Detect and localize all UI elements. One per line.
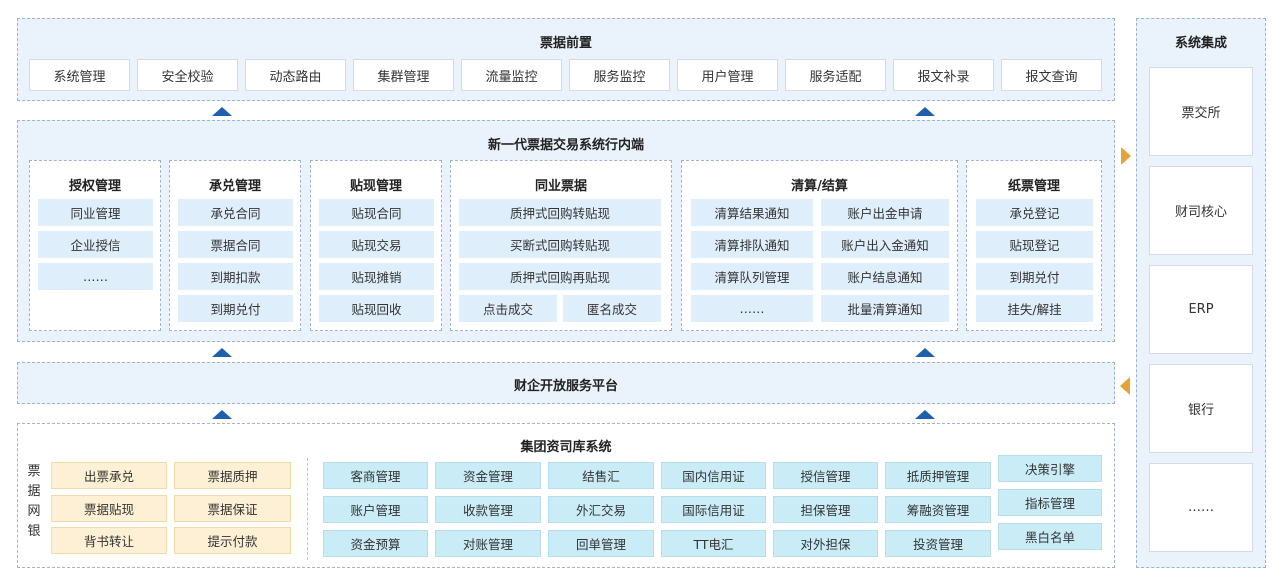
treasury-item: 收款管理 — [435, 496, 541, 523]
treasury-item: 筹融资管理 — [885, 496, 991, 523]
front-item: 集群管理 — [353, 59, 454, 91]
arrow-right-icon — [1121, 147, 1131, 165]
front-item: 报文补录 — [893, 59, 994, 91]
arrow-up-icon — [915, 107, 935, 116]
integration-item: …… — [1149, 463, 1253, 552]
paper-title: 纸票管理 — [1007, 179, 1060, 194]
paper-item: 挂失/解挂 — [976, 295, 1093, 322]
core-title: 新一代票据交易系统行内端 — [487, 138, 644, 153]
platform-title: 财企开放服务平台 — [513, 379, 618, 394]
front-item: 流量监控 — [461, 59, 562, 91]
treasury-item: TT电汇 — [661, 530, 766, 557]
netbank-item: 票据保证 — [174, 495, 291, 522]
interbank-item: 质押式回购再贴现 — [459, 263, 661, 290]
netbank-item: 票据质押 — [174, 462, 291, 489]
treasury-item: 国际信用证 — [661, 496, 766, 523]
treasury-item: 客商管理 — [323, 462, 428, 489]
treasury-extra-item: 黑白名单 — [998, 523, 1102, 550]
netbank-item: 提示付款 — [174, 527, 291, 554]
treasury-extra-item: 决策引擎 — [998, 455, 1102, 482]
clearing-item: 账户出入金通知 — [821, 231, 949, 258]
group-title: 集团资司库系统 — [520, 440, 612, 455]
treasury-item: 结售汇 — [548, 462, 654, 489]
clearing-item: 账户结息通知 — [821, 263, 949, 290]
label-char: 票 — [27, 464, 41, 479]
arrow-left-icon — [1120, 377, 1130, 395]
accept-item: 票据合同 — [178, 231, 293, 258]
front-item: 服务适配 — [785, 59, 886, 91]
treasury-item: 投资管理 — [885, 530, 991, 557]
arrow-up-icon — [212, 348, 232, 357]
discount-title: 贴现管理 — [349, 179, 402, 194]
treasury-item: 资金管理 — [435, 462, 541, 489]
treasury-item: 回单管理 — [548, 530, 654, 557]
auth-title: 授权管理 — [68, 179, 121, 194]
clearing-item: 批量清算通知 — [821, 295, 949, 322]
netbank-item: 背书转让 — [51, 527, 167, 554]
front-title: 票据前置 — [539, 36, 592, 51]
paper-item: 到期兑付 — [976, 263, 1093, 290]
front-item: 安全校验 — [137, 59, 238, 91]
netbank-item: 票据贴现 — [51, 495, 167, 522]
platform-panel: 财企开放服务平台 — [17, 362, 1115, 404]
discount-item: 贴现交易 — [319, 231, 434, 258]
discount-item: 贴现回收 — [319, 295, 434, 322]
treasury-extra-item: 指标管理 — [998, 489, 1102, 516]
bill-netbank-label: 票 据 网 银 — [26, 462, 42, 542]
integration-item: ERP — [1149, 265, 1253, 354]
label-char: 银 — [27, 524, 41, 539]
front-item: 服务监控 — [569, 59, 670, 91]
auth-item: 同业管理 — [38, 199, 153, 226]
accept-item: 到期兑付 — [178, 295, 293, 322]
integration-item: 票交所 — [1149, 67, 1253, 156]
arrow-up-icon — [915, 348, 935, 357]
auth-item: …… — [38, 263, 153, 290]
arrow-up-icon — [212, 410, 232, 419]
treasury-item: 授信管理 — [773, 462, 878, 489]
netbank-item: 出票承兑 — [51, 462, 167, 489]
clearing-item: 清算排队通知 — [691, 231, 813, 258]
arrow-up-icon — [915, 410, 935, 419]
treasury-item: 对外担保 — [773, 530, 878, 557]
arrow-up-icon — [212, 107, 232, 116]
treasury-item: 担保管理 — [773, 496, 878, 523]
interbank-item: 质押式回购转贴现 — [459, 199, 661, 226]
interbank-title: 同业票据 — [534, 179, 587, 194]
treasury-item: 资金预算 — [323, 530, 428, 557]
label-char: 据 — [27, 484, 41, 499]
front-item: 报文查询 — [1001, 59, 1102, 91]
paper-item: 承兑登记 — [976, 199, 1093, 226]
integration-item: 财司核心 — [1149, 166, 1253, 255]
front-item: 系统管理 — [29, 59, 130, 91]
discount-item: 贴现摊销 — [319, 263, 434, 290]
clearing-item: 账户出金申请 — [821, 199, 949, 226]
accept-item: 承兑合同 — [178, 199, 293, 226]
interbank-item: 点击成交 — [459, 295, 557, 322]
clearing-item: 清算队列管理 — [691, 263, 813, 290]
integration-title: 系统集成 — [1174, 36, 1227, 51]
discount-item: 贴现合同 — [319, 199, 434, 226]
group-divider — [307, 458, 308, 560]
interbank-item: 匿名成交 — [563, 295, 661, 322]
front-item: 动态路由 — [245, 59, 346, 91]
treasury-item: 抵质押管理 — [885, 462, 991, 489]
label-char: 网 — [27, 504, 41, 519]
auth-item: 企业授信 — [38, 231, 153, 258]
interbank-item: 买断式回购转贴现 — [459, 231, 661, 258]
accept-item: 到期扣款 — [178, 263, 293, 290]
integration-item: 银行 — [1149, 364, 1253, 453]
front-item: 用户管理 — [677, 59, 778, 91]
treasury-item: 国内信用证 — [661, 462, 766, 489]
paper-item: 贴现登记 — [976, 231, 1093, 258]
treasury-item: 外汇交易 — [548, 496, 654, 523]
clearing-item: …… — [691, 295, 813, 322]
treasury-item: 对账管理 — [435, 530, 541, 557]
clearing-item: 清算结果通知 — [691, 199, 813, 226]
clearing-title: 清算/结算 — [791, 179, 848, 194]
treasury-item: 账户管理 — [323, 496, 428, 523]
accept-title: 承兑管理 — [208, 179, 261, 194]
